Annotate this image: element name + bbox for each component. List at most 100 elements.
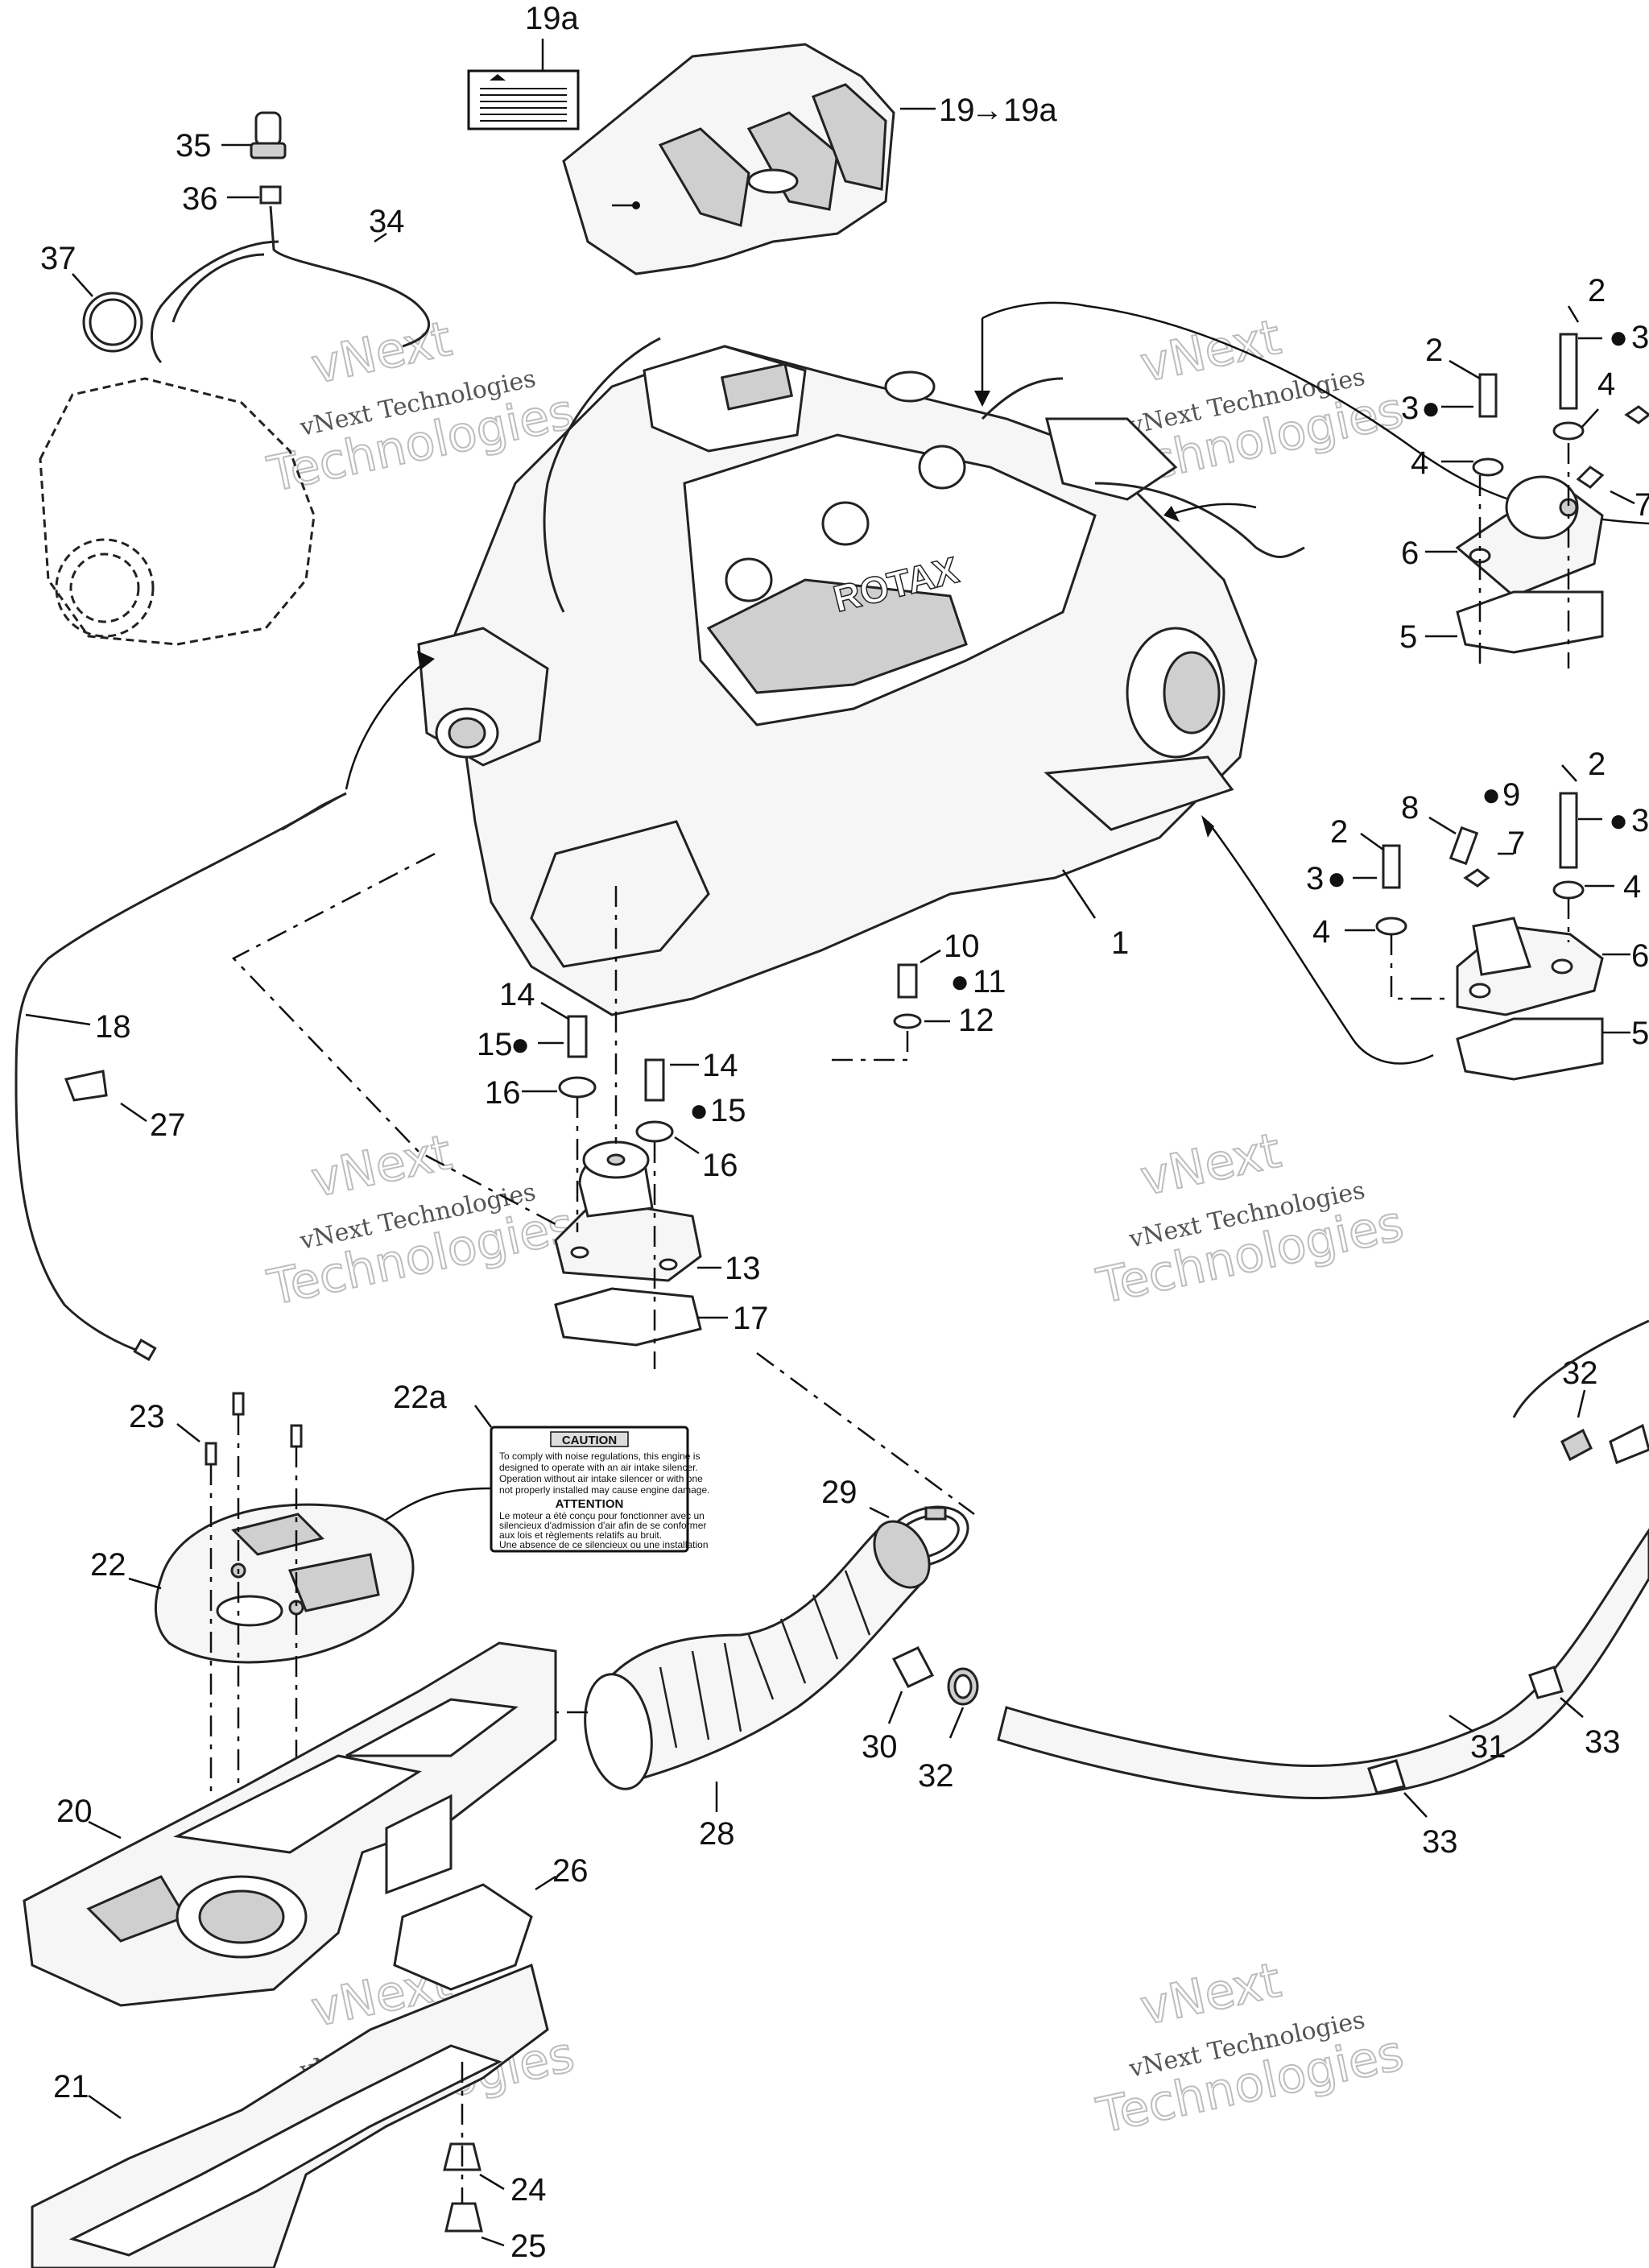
callout-3-mid-left: 3	[1306, 861, 1324, 896]
callout-4-mid-left: 4	[1312, 914, 1330, 950]
callout-18: 18	[95, 1009, 131, 1045]
attention-line: Une absence de ce silencieux ou une inst…	[499, 1539, 709, 1550]
decal-19a	[467, 39, 580, 130]
clip-33-lower	[1367, 1759, 1428, 1818]
screws-23	[205, 1392, 303, 1466]
bolt-10-washer-12	[893, 963, 922, 1029]
drop-icon: ●	[1609, 320, 1628, 355]
callout-3-upper-left: 3	[1401, 391, 1419, 426]
callout-12: 12	[958, 1003, 994, 1038]
watermark-vnext: vNext	[307, 1124, 457, 1209]
drop-icon: ●	[1482, 777, 1501, 813]
callout-5-mid: 5	[1631, 1016, 1649, 1051]
caution-line: not properly installed may cause engine …	[499, 1484, 710, 1496]
callout-23: 23	[129, 1399, 165, 1434]
drop-icon: ●	[510, 1027, 530, 1062]
engine-mount-bottom	[554, 1015, 702, 1347]
callout-7-upper: 7	[1635, 487, 1649, 523]
drop-icon: ●	[1609, 803, 1628, 838]
callout-6-upper: 6	[1401, 536, 1419, 571]
callout-4-mid-right: 4	[1623, 869, 1641, 904]
callout-11: 11	[973, 964, 1006, 999]
screen-26	[393, 1875, 556, 1991]
callout-2-upper-right: 2	[1588, 273, 1606, 308]
callout-3-mid-right: 3	[1631, 803, 1649, 838]
clamp-37	[72, 273, 143, 353]
callout-21: 21	[53, 2069, 89, 2105]
clamp-32-lower	[947, 1667, 979, 1739]
attention-title: ATTENTION	[556, 1497, 624, 1511]
watermark-mid-right: vNext vNext Technologies Technologies	[1091, 1122, 1409, 1316]
drop-icon: ●	[689, 1093, 709, 1128]
watermark-vnext: vNext	[1136, 1123, 1286, 1207]
attention-line: silencieux d'admission d'air afin de se …	[499, 1520, 706, 1531]
hose-31	[997, 1319, 1649, 1799]
clip-33-right	[1528, 1666, 1584, 1718]
throttle-body-phantom	[39, 377, 316, 646]
callout-30: 30	[862, 1729, 898, 1765]
callout-14-left: 14	[499, 977, 535, 1012]
callout-2-mid-left: 2	[1330, 814, 1348, 850]
callout-32-upper: 32	[1562, 1355, 1598, 1391]
callout-29: 29	[821, 1475, 858, 1510]
callout-35: 35	[176, 128, 212, 163]
grommet-25	[444, 2202, 505, 2247]
callout-26: 26	[552, 1853, 589, 1889]
drop-icon: ●	[1327, 861, 1346, 896]
callout-33-lower: 33	[1422, 1824, 1458, 1860]
fitting-30	[887, 1646, 935, 1724]
caution-line: To comply with noise regulations, this e…	[499, 1451, 700, 1462]
callout-1: 1	[1111, 925, 1129, 961]
intake-hose-28	[584, 1520, 931, 1790]
callout-6-mid: 6	[1631, 938, 1649, 974]
callout-22: 22	[90, 1547, 126, 1583]
callout-10: 10	[944, 929, 980, 964]
drop-icon: ●	[950, 964, 969, 999]
callout-34: 34	[369, 204, 405, 239]
caution-label-22a: CAUTION To comply with noise regulations…	[490, 1426, 710, 1553]
callout-2-mid-right: 2	[1588, 747, 1606, 782]
callout-15-left: 15	[477, 1027, 513, 1062]
callout-32-lower: 32	[918, 1758, 954, 1794]
callout-33-right: 33	[1585, 1724, 1621, 1760]
callout-3-upper-right: 3	[1631, 320, 1649, 355]
engine-cover	[562, 43, 895, 275]
callout-19: 19	[939, 93, 975, 128]
drop-icon: ●	[1421, 391, 1440, 426]
clamp-32-upper	[1560, 1389, 1649, 1464]
grommet-24	[443, 2142, 505, 2191]
vent-valve-35	[221, 111, 287, 159]
silencer-cover-22	[154, 1503, 415, 1664]
callout-4-upper-left: 4	[1411, 445, 1428, 481]
engine-mount-middle-right	[1375, 792, 1604, 1081]
grommet-36	[227, 185, 282, 205]
callout-4-upper-right: 4	[1597, 366, 1615, 402]
callout-2-upper-left: 2	[1425, 333, 1443, 368]
engine-block: ROTAX	[417, 337, 1305, 1016]
callout-17: 17	[733, 1301, 769, 1336]
callout-13: 13	[725, 1251, 761, 1286]
callout-5-upper: 5	[1399, 619, 1417, 655]
callout-14-right: 14	[702, 1048, 738, 1083]
callout-22a: 22a	[393, 1380, 447, 1415]
callout-20: 20	[56, 1794, 93, 1829]
attention-line: aux lois et règlements relatifs au bruit…	[499, 1529, 662, 1541]
throttle-cable-18	[14, 792, 347, 1361]
attention-line: Le moteur a été conçu pour fonctionner a…	[499, 1510, 705, 1521]
callout-37: 37	[40, 241, 76, 276]
cable-clip-27	[64, 1070, 147, 1123]
callout-36: 36	[182, 181, 218, 217]
callout-16-right: 16	[702, 1148, 738, 1183]
callout-25: 25	[510, 2229, 547, 2264]
callout-27: 27	[150, 1107, 186, 1143]
callout-24: 24	[510, 2172, 547, 2208]
watermark-vnext: vNext	[1136, 1952, 1286, 2037]
vent-hose-34	[150, 205, 430, 364]
callout-8: 8	[1401, 790, 1419, 826]
caution-line: Operation without air intake silencer or…	[499, 1473, 703, 1484]
arrow-icon: →	[971, 93, 1003, 128]
caution-title: CAUTION	[562, 1434, 617, 1447]
air-intake-silencer-20	[23, 1641, 557, 2007]
callout-19a-ref: 19a	[1003, 93, 1057, 128]
